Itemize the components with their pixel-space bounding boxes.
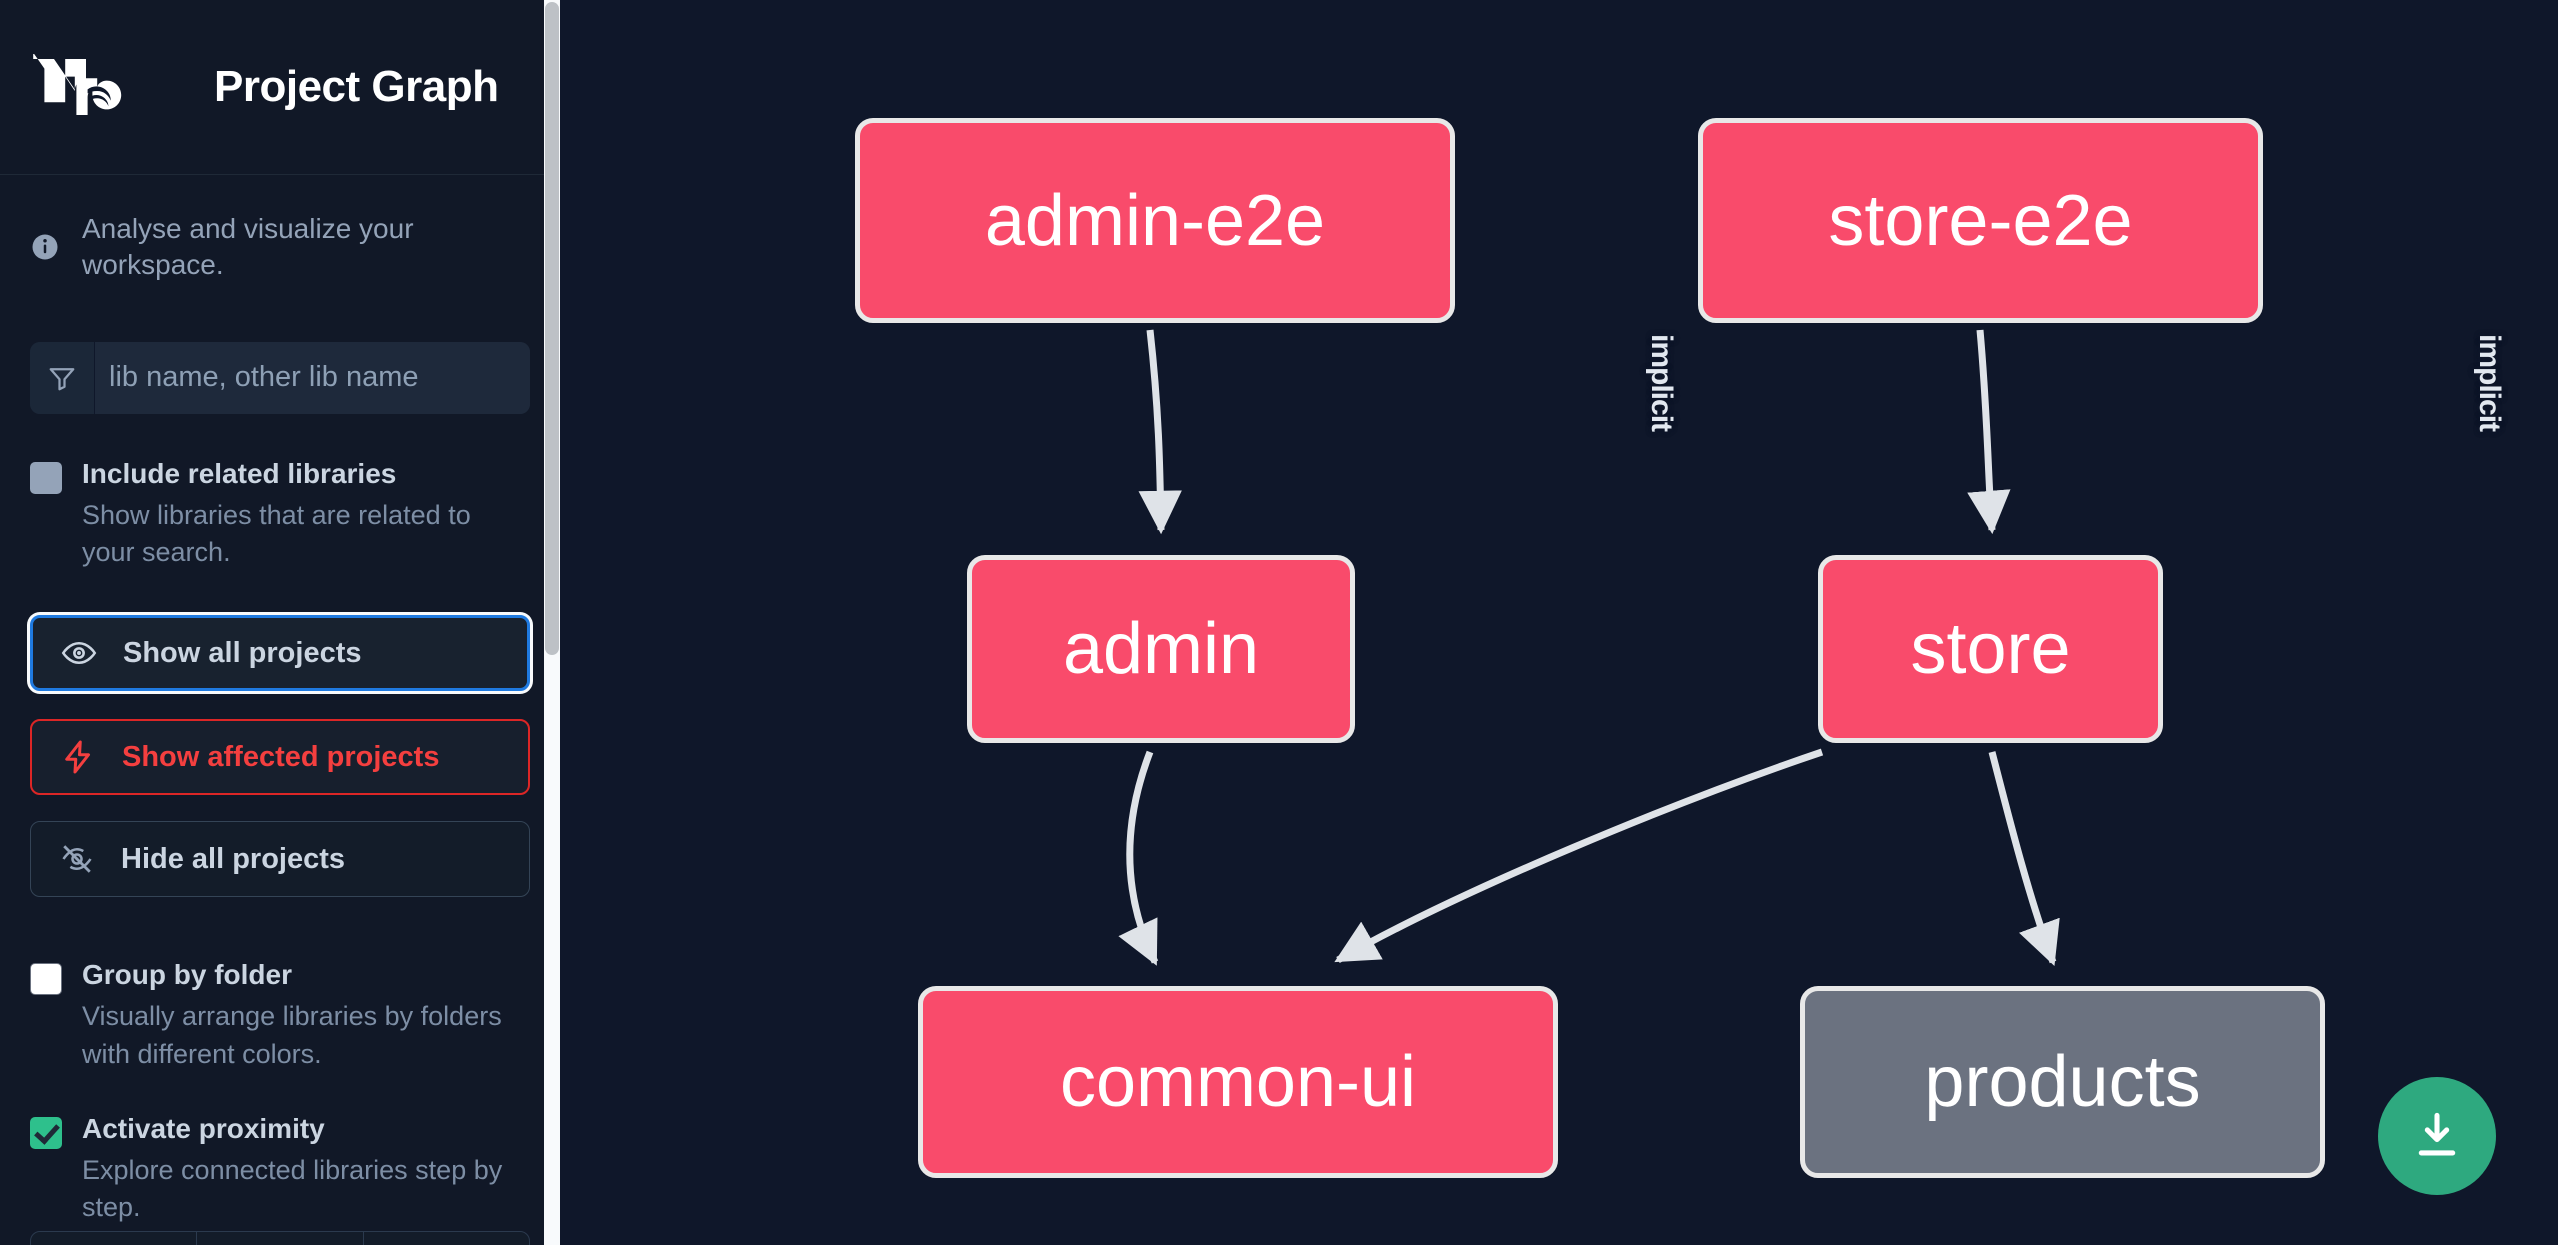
group-by-folder-checkbox[interactable] [30,963,62,996]
include-related-checkbox[interactable] [30,461,62,494]
sidebar: Project Graph Analyse and visualize your… [0,0,560,1245]
option-activate-proximity[interactable]: Activate proximity Explore connected lib… [0,1111,560,1227]
include-related-checkbox-wrap[interactable] [30,456,62,572]
activate-proximity-label: Activate proximity [82,1112,325,1144]
graph-node-products[interactable]: products [1800,986,2325,1178]
include-related-label: Include related libraries [82,457,397,489]
group-by-folder-description: Visually arrange libraries by folders wi… [82,1001,502,1069]
eye-off-icon [59,841,95,877]
graph-node-admin-e2e[interactable]: admin-e2e [855,118,1455,323]
group-by-folder-label: Group by folder [82,959,292,991]
filter-row [30,341,530,414]
show-affected-projects-button[interactable]: Show affected projects [30,719,530,796]
download-icon [2408,1107,2466,1165]
sidebar-scrollbar-track[interactable] [544,0,560,1245]
activate-proximity-checkbox[interactable] [30,1116,62,1149]
hide-all-projects-label: Hide all projects [121,842,346,875]
graph-node-store-e2e[interactable]: store-e2e [1698,118,2263,323]
show-affected-projects-label: Show affected projects [122,740,440,773]
include-related-description: Show libraries that are related to your … [82,499,471,568]
activate-proximity-checkbox-wrap[interactable] [30,1111,62,1227]
show-all-projects-label: Show all projects [123,636,362,669]
group-by-folder-checkbox-wrap[interactable] [30,957,62,1073]
group-by-folder-body: Group by folder Visually arrange librari… [82,957,530,1073]
include-related-body: Include related libraries Show libraries… [82,456,530,572]
graph-canvas[interactable]: implicit implicit admin-e2e store-e2e ad… [560,0,2558,1245]
funnel-icon[interactable] [30,341,95,414]
graph-node-common-ui[interactable]: common-ui [918,986,1558,1178]
show-all-projects-button[interactable]: Show all projects [30,615,530,692]
nx-logo-icon [30,54,126,120]
sidebar-header: Project Graph [0,0,560,175]
edge-admin-to-common-ui [1118,750,1159,966]
download-graph-button[interactable] [2378,1077,2496,1195]
search-input[interactable] [95,341,530,414]
proximity-step-button-1[interactable] [31,1232,198,1245]
workspace-blurb: Analyse and visualize your workspace. [0,175,560,284]
proximity-step-button-3[interactable] [364,1232,529,1245]
graph-node-store[interactable]: store [1818,555,2163,743]
graph-edges [1118,329,2060,966]
eye-icon [61,635,97,671]
edge-store-to-common-ui [1334,748,1824,964]
graph-node-admin[interactable]: admin [967,555,1355,743]
edge-label-implicit-store: implicit [2473,334,2506,432]
option-include-related[interactable]: Include related libraries Show libraries… [0,456,560,572]
page-title: Project Graph [214,62,499,111]
edge-label-implicit-admin: implicit [1645,334,1678,432]
proximity-step-button-2[interactable] [197,1232,364,1245]
activate-proximity-body: Activate proximity Explore connected lib… [82,1111,530,1227]
sidebar-scrollbar-thumb[interactable] [545,2,559,655]
edge-store-e2e-to-store [1967,329,2011,535]
option-group-by-folder[interactable]: Group by folder Visually arrange librari… [0,957,560,1073]
workspace-blurb-text: Analyse and visualize your workspace. [82,213,414,281]
info-icon [30,232,60,262]
lightning-bolt-icon [60,739,96,775]
activate-proximity-description: Explore connected libraries step by step… [82,1154,503,1223]
edge-admin-e2e-to-admin [1138,329,1182,535]
edge-store-to-products [1988,751,2060,966]
proximity-step-button-group[interactable] [30,1231,530,1245]
hide-all-projects-button[interactable]: Hide all projects [30,821,530,898]
